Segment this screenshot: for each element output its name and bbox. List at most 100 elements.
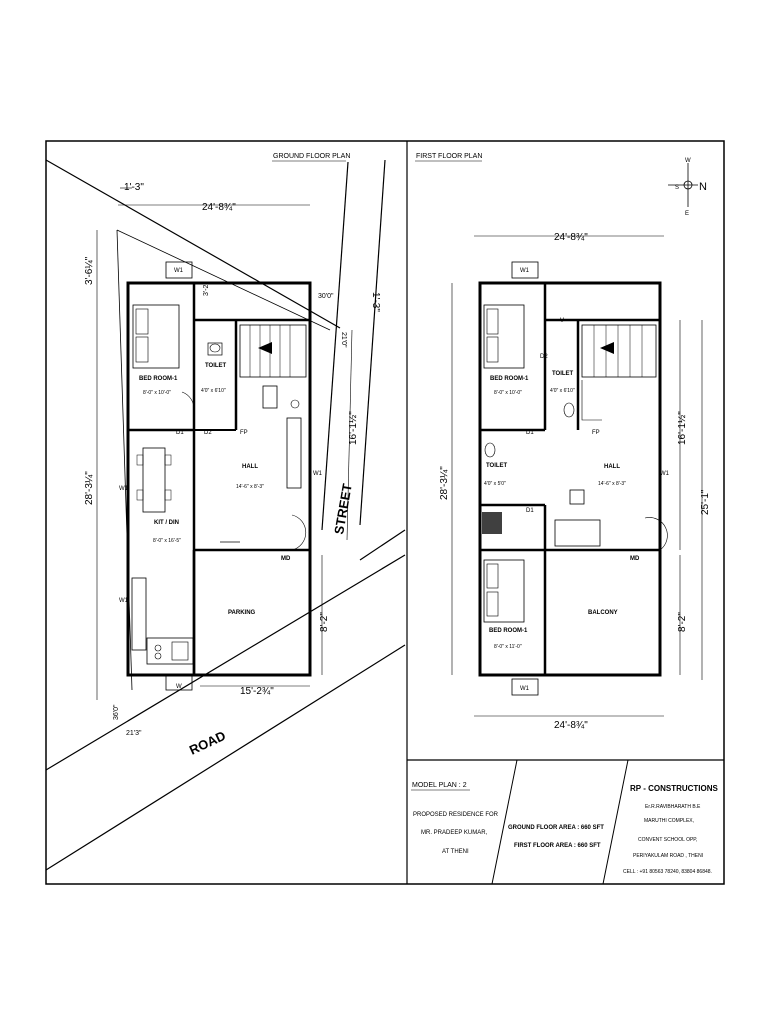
ff-area-label: FIRST FLOOR AREA : 660 SFT [514,843,601,849]
gf-dim-top: 24'-8¾" [202,202,236,213]
gf-kitchen-name: KIT / DIN [154,520,179,526]
ff-door-tag-d1: D1 [526,430,534,436]
gf-bedroom-size: 8'-0" x 10'-0" [143,390,171,396]
proposed-line-3: AT THENI [442,849,469,855]
gf-window-tag-right: W1 [313,471,323,477]
gf-dim-bottom: 15'-2¾" [240,686,274,697]
ff-staircase [581,324,657,421]
first-floor-plan: FIRST FLOOR PLAN W1 W1 W1 [415,153,711,731]
ff-door-tag-d2: D2 [540,354,548,360]
proposed-line-1: PROPOSED RESIDENCE FOR [413,812,499,818]
ff-toilet-left-name: TOILET [486,463,508,469]
ff-bedroom-bottom-name: BED ROOM-1 [489,628,528,634]
gf-dim-right-small: 1'-3" [370,292,381,312]
address-line-1: Er.R.RAVIBHARATH B.E [645,804,701,810]
ff-vent-tag: V [560,318,564,324]
gf-dim-left-main: 28'-3¼" [83,471,95,505]
ff-bed-bottom [483,559,525,623]
title-block: MODEL PLAN : 2 PROPOSED RESIDENCE FOR MR… [407,759,724,885]
gf-window-tag-left: W1 [119,486,129,492]
gf-toilet-name: TOILET [205,363,227,369]
ff-bedroom-top-size: 8'-0" x 10'-0" [494,390,522,396]
ff-dim-top: 24'-8¾" [554,232,588,243]
road-label: ROAD [187,728,228,758]
site-left-slant [116,229,133,691]
ground-floor-plan: GROUND FLOOR PLAN W1 [45,153,406,871]
drawing-border [45,140,725,885]
ff-bedroom-top-name: BED ROOM-1 [490,376,529,382]
street-label: STREET [331,482,355,535]
ff-door-tag-d1-lower: D1 [526,508,534,514]
gf-dim-right-mid: 16'-1½" [348,411,359,445]
gf-window-tag-top: W1 [174,268,184,274]
gf-door-tag-d1: D1 [176,430,184,436]
gf-area-label: GROUND FLOOR AREA : 660 SFT [508,825,604,831]
ff-toilet-left-size: 4'0" x 5'0" [484,481,506,487]
gf-door-tag-d2: D2 [204,430,212,436]
gf-dim-bottom-left-1: 36'0" [113,704,120,720]
gf-dim-right-slant: 21'0" [340,332,347,348]
ff-building-outline [478,281,662,677]
ff-window-tag-top: W1 [520,268,530,274]
ff-dim-left: 28'-3¼" [438,466,450,500]
ff-main-door-tag: MD [630,556,640,562]
gf-dining-table [142,447,166,513]
compass-west: W [685,158,691,164]
gf-dim-offset: 1'-3" [124,182,144,193]
ff-toilet-top-size: 4'0" x 6'10" [550,388,575,394]
ff-window-tag-right: W1 [660,471,670,477]
model-plan-label: MODEL PLAN : 2 [412,782,467,789]
gf-kitchen-counter [131,577,147,651]
street-corner [359,529,406,561]
ff-bedroom-bottom-size: 8'-0" x 11'-0" [494,644,522,650]
gf-hall-name: HALL [242,464,258,470]
compass-south: S [675,185,679,191]
ff-fp-tag: FP [592,430,600,436]
road-line-upper [45,554,406,771]
compass-east: E [685,211,689,217]
ff-dim-right-top: 16'-1½" [677,411,688,445]
gf-main-door-tag: MD [281,556,291,562]
address-line-2: MARUTHI COMPLEX, [644,818,694,824]
gf-fp-tag: FP [240,430,248,436]
first-floor-title: FIRST FLOOR PLAN [416,153,482,160]
gf-dim-bottom-left-2: 21'3" [126,730,142,737]
ff-hall-name: HALL [604,464,620,470]
gf-hall-size: 14'-6" x 8'-3" [236,484,264,490]
ff-bed-top [483,304,525,369]
gf-toilet-size: 4'0" x 6'10" [201,388,226,394]
ground-floor-title: GROUND FLOOR PLAN [273,153,350,160]
gf-window-tag-kitchen: W1 [119,598,129,604]
compass-rose: W S N E [668,158,707,217]
site-boundary-slant-top [45,159,341,329]
site-top-slant [116,229,331,331]
gf-staircase [239,324,307,378]
address-line-5: CELL : +91 80563 78240, 83804 86848. [623,869,712,875]
gf-kitchen-size: 8'-0" x 16'-5" [153,538,181,544]
street-line-left [321,161,349,531]
road-line-lower [45,644,406,871]
gf-bed [132,304,180,369]
gf-window-tag-bottom: W [176,684,182,690]
address-line-3: CONVENT SCHOOL OPP, [638,837,697,843]
gf-parking-name: PARKING [228,610,256,616]
gf-dim-toilet: 3'-2" [203,282,210,296]
ff-window-tag-bottom: W1 [520,686,530,692]
ff-dim-right-bottom: 8'-2" [677,612,688,632]
ff-hall-size: 14'-6" x 8'-3" [598,481,626,487]
ff-dim-bottom: 24'-8¾" [554,720,588,731]
gf-dim-left-top: 3'-6¼" [83,256,95,285]
compass-north: N [699,181,707,193]
address-line-4: PERIYAKULAM ROAD , THENI [633,853,703,859]
company-name: RP - CONSTRUCTIONS [630,784,719,793]
street-line-right [359,159,386,526]
gf-dim-slant: 30'0" [318,293,334,300]
proposed-line-2: MR. PRADEEP KUMAR, [421,830,488,836]
gf-bedroom-name: BED ROOM-1 [139,376,178,382]
gf-building-outline [126,281,312,677]
ff-balcony-name: BALCONY [588,610,618,616]
ff-dim-right-full: 25'-1" [700,489,711,515]
gf-dim-parking: 8'-2" [319,612,330,632]
ff-toilet-top-name: TOILET [552,371,574,377]
